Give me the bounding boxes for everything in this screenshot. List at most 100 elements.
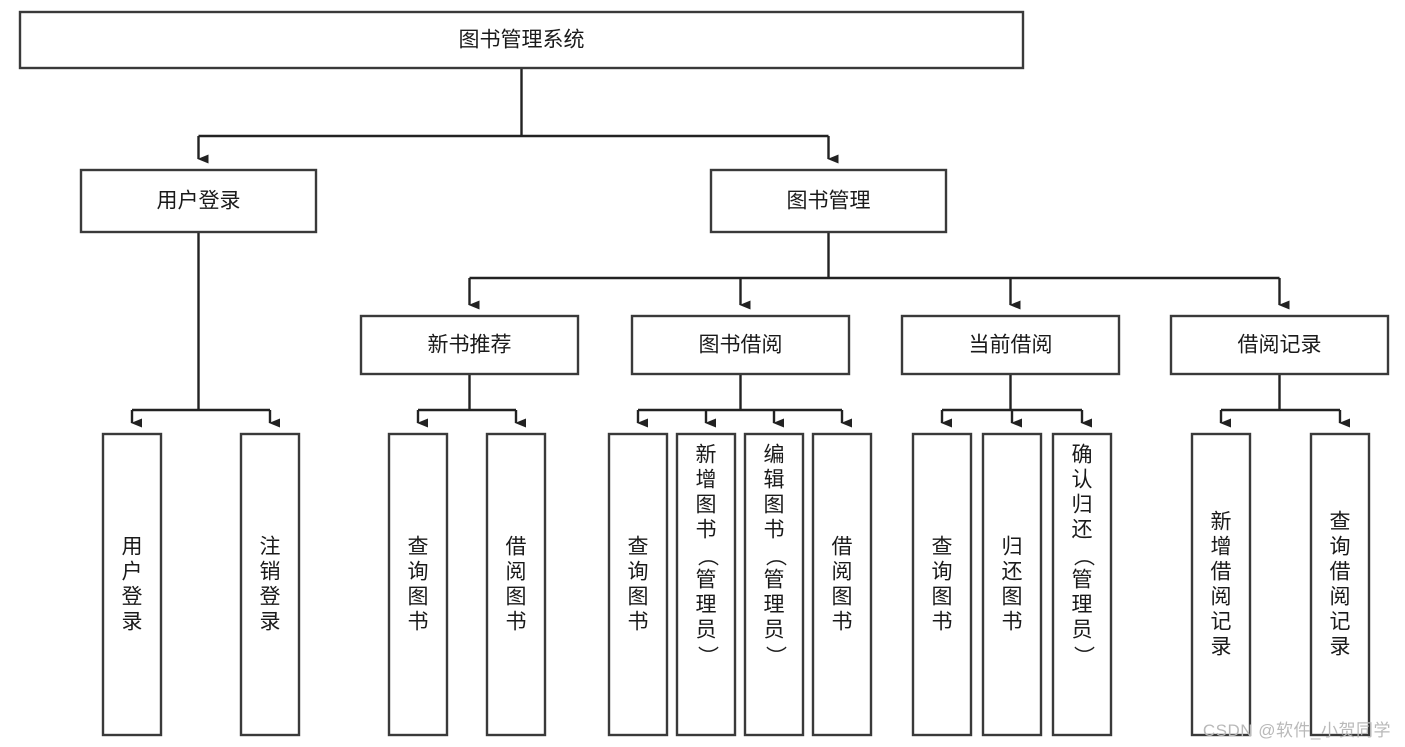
node-label-char: 书 [628, 611, 649, 634]
node-rect [900, 314, 1121, 376]
node-label-char: 询 [408, 561, 429, 584]
node-rect [607, 432, 669, 737]
node-rect [485, 432, 547, 737]
node-rect [743, 432, 805, 737]
node-root[interactable]: 图书管理系统 [18, 10, 1025, 70]
node-label-char: 销 [260, 561, 281, 584]
node-label-char: 用 [122, 536, 143, 559]
node-label-char: 管 [1072, 569, 1093, 592]
node-label-char: 查 [1330, 511, 1351, 534]
node-label-char: 确 [1072, 444, 1093, 467]
node-label-char: 借 [1211, 561, 1232, 584]
node-label-char: 录 [260, 611, 281, 634]
node-rect [911, 432, 973, 737]
node-label-char: （ [1071, 546, 1094, 567]
node-label-char: 员 [696, 619, 717, 642]
watermark-text: CSDN @软件_小贺同学 [1202, 721, 1391, 740]
node-rect [101, 432, 163, 737]
node-book-manage[interactable]: 图书管理 [709, 168, 948, 234]
node-rect [675, 432, 737, 737]
node-label-char: 归 [1002, 536, 1023, 559]
node-label-char: 户 [122, 561, 143, 584]
node-label-char: 图 [696, 494, 717, 517]
node-label-char: 借 [1330, 561, 1351, 584]
node-label-char: 查 [932, 536, 953, 559]
node-user-login[interactable]: 用户登录 [79, 168, 318, 234]
node-label-char: 书 [408, 611, 429, 634]
node-label-char: 书 [1002, 611, 1023, 634]
node-boxes: 图书管理系统用户登录图书管理新书推荐图书借阅当前借阅借阅记录用户登录注销登录查询… [18, 10, 1390, 737]
node-rect [239, 432, 301, 737]
node-rect [1309, 432, 1371, 737]
node-label-char: 记 [1211, 611, 1232, 634]
node-label-char: 记 [1330, 611, 1351, 634]
connector-lines [130, 68, 1350, 428]
node-label-char: 员 [764, 619, 785, 642]
node-label-char: 认 [1072, 469, 1093, 492]
node-new-book-recommend[interactable]: 新书推荐 [359, 314, 580, 376]
node-label-char: 阅 [832, 561, 853, 584]
node-label: 借阅记录 [1238, 334, 1322, 357]
node-label-char: 图 [628, 586, 649, 609]
node-rect [79, 168, 318, 234]
node-label-char: 员 [1072, 619, 1093, 642]
node-label-char: 增 [1211, 536, 1232, 559]
node-label-char: 录 [122, 611, 143, 634]
node-label-char: 管 [764, 569, 785, 592]
node-label: 图书管理 [787, 190, 871, 213]
node-label-char: 辑 [764, 469, 785, 492]
node-rect [630, 314, 851, 376]
node-label-char: （ [763, 546, 786, 567]
node-label-char: 录 [1330, 636, 1351, 659]
node-label-char: 阅 [1330, 586, 1351, 609]
node-label-char: 书 [832, 611, 853, 634]
node-label: 图书管理系统 [459, 29, 585, 52]
node-rect [981, 432, 1043, 737]
node-borrow-record[interactable]: 借阅记录 [1169, 314, 1390, 376]
node-label-char: 图 [506, 586, 527, 609]
node-label-char: 图 [932, 586, 953, 609]
node-label: 当前借阅 [969, 334, 1053, 357]
node-label-char: 理 [1072, 594, 1093, 617]
node-label-char: 询 [628, 561, 649, 584]
node-label: 图书借阅 [699, 334, 783, 357]
node-label-char: 书 [932, 611, 953, 634]
node-leaf-user-login[interactable]: 用户登录 [101, 432, 163, 737]
node-label-char: 书 [764, 519, 785, 542]
node-label-char: 图 [764, 494, 785, 517]
node-label-char: 图 [408, 586, 429, 609]
node-label-char: 注 [260, 536, 281, 559]
node-rect [1051, 432, 1113, 737]
node-label-char: （ [695, 546, 718, 567]
node-label-char: 阅 [1211, 586, 1232, 609]
node-current-borrow[interactable]: 当前借阅 [900, 314, 1121, 376]
node-rect [1190, 432, 1252, 737]
node-label-char: 理 [696, 594, 717, 617]
node-label-char: 编 [764, 444, 785, 467]
node-label-char: ） [763, 646, 786, 667]
node-label-char: 还 [1002, 561, 1023, 584]
node-label-char: 理 [764, 594, 785, 617]
node-label-char: 登 [260, 586, 281, 609]
node-label: 用户登录 [157, 190, 241, 213]
node-label-char: 图 [832, 586, 853, 609]
node-rect [1169, 314, 1390, 376]
node-label-char: ） [695, 646, 718, 667]
node-label-char: 借 [832, 536, 853, 559]
node-label-char: 书 [696, 519, 717, 542]
node-book-borrow[interactable]: 图书借阅 [630, 314, 851, 376]
